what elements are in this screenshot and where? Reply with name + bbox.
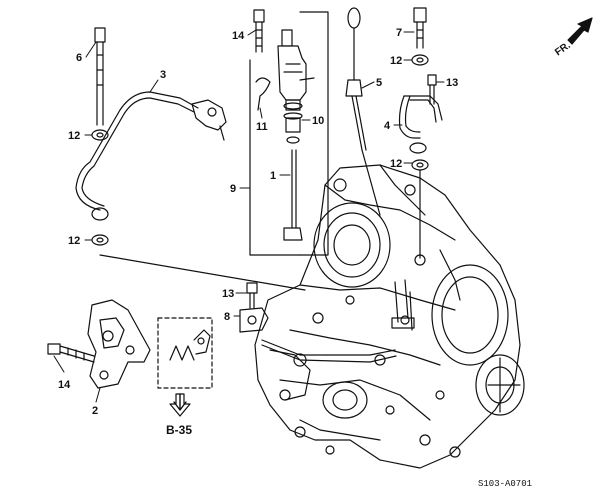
callout-12-d: 12 bbox=[390, 158, 402, 170]
bolt-14-top bbox=[253, 9, 265, 53]
callout-14-a: 14 bbox=[232, 30, 245, 42]
inset-detail bbox=[157, 317, 213, 417]
callout-6: 6 bbox=[76, 52, 82, 64]
callout-8: 8 bbox=[224, 311, 230, 323]
callout-7: 7 bbox=[396, 27, 402, 39]
callout-14-b: 14 bbox=[58, 379, 71, 391]
callout-leaders bbox=[53, 29, 445, 403]
callout-10: 10 bbox=[312, 115, 324, 127]
callout-12-a: 12 bbox=[68, 130, 80, 142]
leader-line-12 bbox=[99, 254, 306, 291]
pipe-4 bbox=[398, 74, 443, 154]
pipe-3 bbox=[75, 27, 227, 246]
callout-12-c: 12 bbox=[390, 55, 402, 67]
callout-11: 11 bbox=[256, 121, 268, 133]
callout-13-a: 13 bbox=[446, 77, 458, 89]
callout-3: 3 bbox=[160, 69, 166, 81]
callout-13-b: 13 bbox=[222, 288, 234, 300]
callout-9: 9 bbox=[230, 183, 236, 195]
reference-label: B-35 bbox=[166, 423, 192, 437]
figure-code: S103-A0701 bbox=[478, 479, 532, 489]
speed-sensor-assembly bbox=[249, 11, 329, 256]
bracket-8 bbox=[239, 282, 397, 363]
callout-2: 2 bbox=[92, 405, 98, 417]
callout-labels: 6 12 12 3 14 1 10 11 9 5 7 12 13 4 12 13… bbox=[58, 27, 458, 417]
front-arrow-icon bbox=[567, 17, 593, 45]
bolt-7-assembly bbox=[411, 7, 429, 259]
dipstick bbox=[345, 7, 381, 216]
callout-4: 4 bbox=[384, 120, 391, 132]
callout-5: 5 bbox=[376, 77, 382, 89]
transmission-housing bbox=[254, 164, 525, 469]
callout-1: 1 bbox=[270, 170, 276, 182]
mount-bracket-2 bbox=[47, 299, 151, 389]
callout-12-b: 12 bbox=[68, 235, 80, 247]
